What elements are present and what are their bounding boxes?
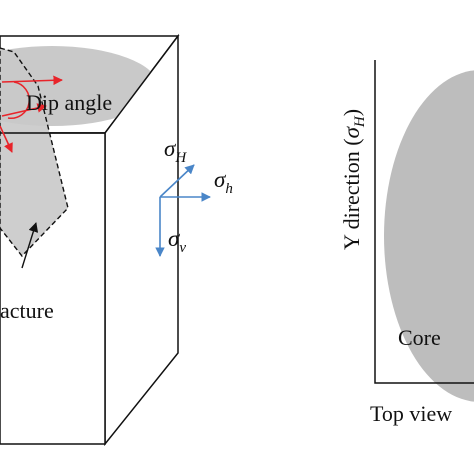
fracture-pointer-arrow (21, 222, 39, 269)
top-view-panel (374, 60, 474, 402)
sigma-v-label: σv (168, 226, 186, 256)
dip-arrow-horizontal-lower (1, 103, 47, 117)
fracture-plane (0, 47, 69, 258)
top-view-label: Top view (370, 401, 452, 426)
core-label: Core (398, 325, 441, 350)
sigma-h-max-arrow (159, 164, 195, 198)
stress-axes (155, 164, 211, 257)
dip-angle-arc (7, 81, 30, 119)
sigma-h-max-label: σH (164, 136, 187, 166)
dip-arrow-down (0, 125, 13, 153)
y-direction-label: Y direction (σH) (339, 109, 368, 250)
core-circle (384, 70, 474, 402)
dip-angle-label: Dip angle (26, 90, 112, 115)
top-view-axes (374, 60, 474, 384)
sigma-h-min-label: σh (214, 167, 233, 197)
dip-arrow-horizontal-upper (1, 75, 63, 86)
dip-angle-indicator (0, 75, 63, 153)
fracture-label: acture (0, 298, 54, 323)
